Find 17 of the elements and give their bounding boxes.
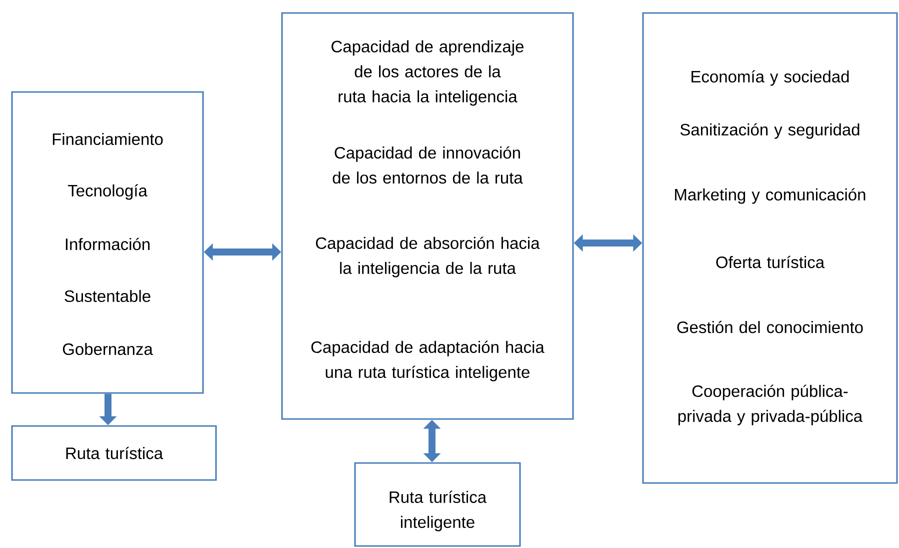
text: Gestión del conocimiento: [677, 320, 863, 334]
text: Economía y sociedad: [692, 70, 849, 86]
text: Información: [66, 238, 150, 250]
text: Capacidad de absorción hacia la inteligencia de la ruta: [316, 236, 540, 278]
text: Sustentable: [64, 290, 150, 302]
text: Gobernanza: [62, 342, 153, 356]
text: Tecnología: [68, 184, 148, 200]
text: Ruta turística: [66, 446, 164, 460]
text: Cooperación pública-privada y privada-pública: [678, 384, 863, 426]
text: Capacidad de adaptación hacia una ruta turística inteligente: [311, 340, 544, 382]
text: Oferta turística: [716, 256, 825, 268]
text: Capacidad de aprendizaje de los actores de la ruta hacia la inteligencia: [332, 40, 524, 106]
text: Capacidad de innovación de los entornos de la ruta: [332, 146, 523, 184]
text: Financiamiento: [52, 132, 163, 146]
text: Marketing y comunicación: [675, 188, 866, 204]
text: Sanitización y seguridad: [680, 123, 860, 139]
text: Ruta turística inteligente: [390, 490, 487, 532]
